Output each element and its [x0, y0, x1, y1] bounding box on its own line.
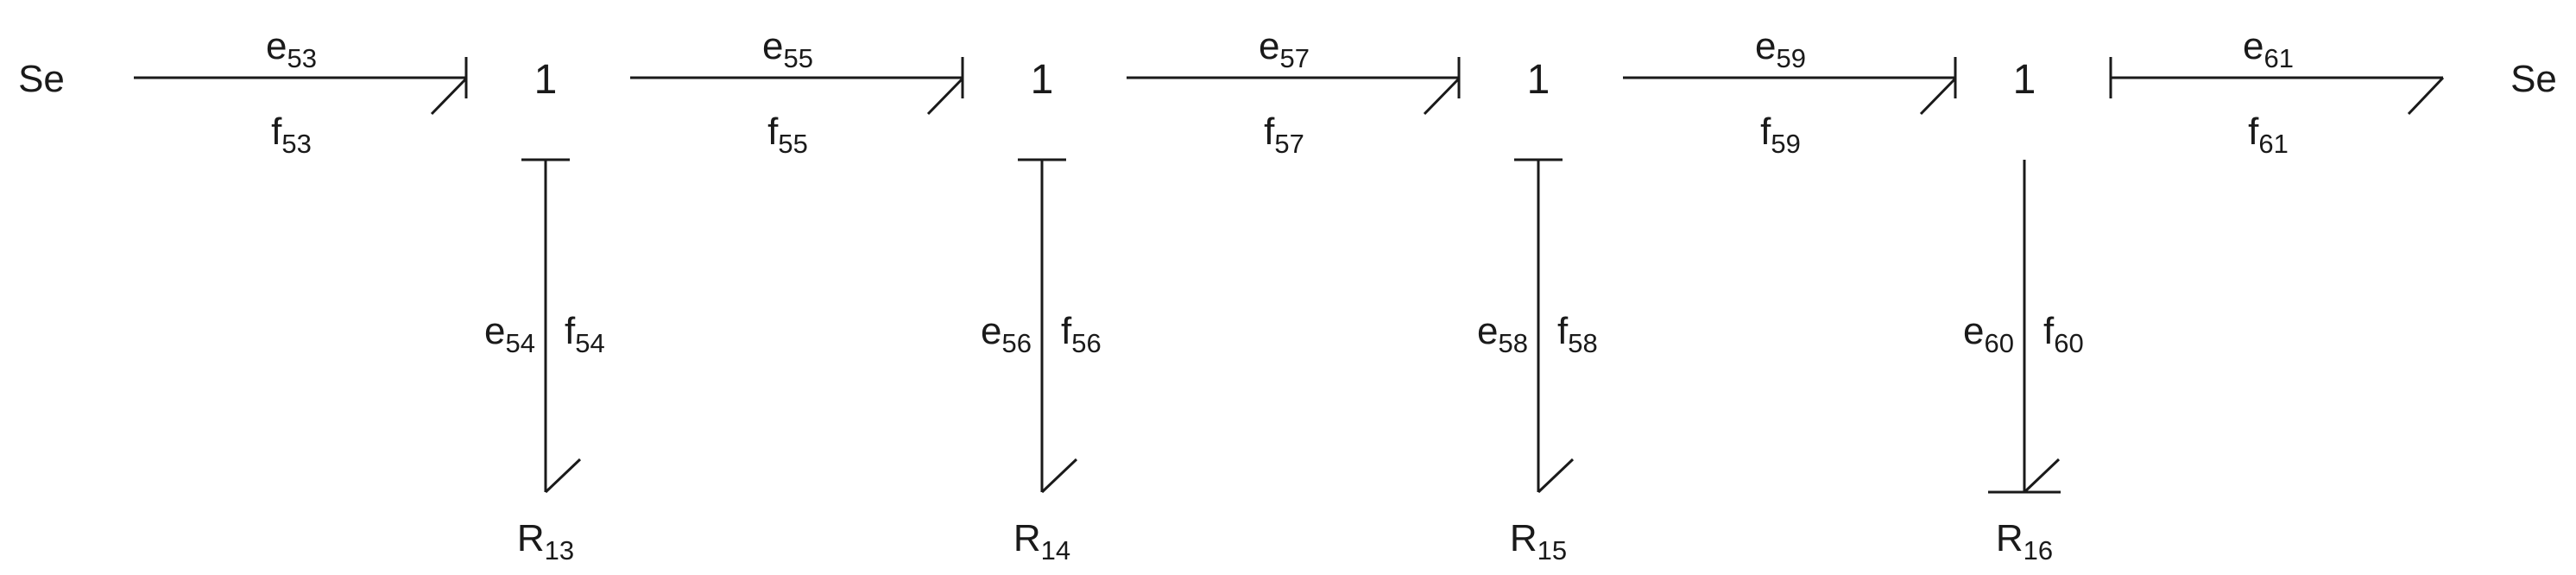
half-arrow-5 [2407, 76, 2445, 116]
junction-2: 1 [1031, 57, 1054, 103]
resistor-16: R16 [1996, 517, 2053, 566]
flow-label-61: f61 [2248, 111, 2289, 159]
resistor-14: R14 [1013, 517, 1070, 566]
flow-label-60: f60 [2043, 310, 2084, 358]
vertical-half-arrow-2 [1040, 458, 1078, 494]
half-arrow-3 [1423, 77, 1461, 116]
junction-4: 1 [2013, 57, 2036, 103]
flow-label-58: f58 [1557, 310, 1598, 358]
source-right: Se [2510, 58, 2557, 100]
resistor-15: R15 [1510, 517, 1567, 566]
effort-label-57: e57 [1259, 25, 1310, 73]
effort-label-56: e56 [981, 310, 1032, 358]
effort-label-60: e60 [1963, 310, 2014, 358]
vertical-half-arrow-4 [2023, 458, 2061, 494]
flow-label-57: f57 [1264, 111, 1304, 159]
effort-label-53: e53 [266, 25, 317, 73]
bonds-layer [134, 57, 2445, 494]
half-arrow-4 [1919, 77, 1957, 116]
junction-3: 1 [1527, 57, 1550, 103]
effort-label-55: e55 [762, 25, 813, 73]
resistor-13: R13 [517, 517, 574, 566]
flow-label-54: f54 [565, 310, 605, 358]
vertical-half-arrow-1 [544, 458, 582, 494]
source-left: Se [18, 58, 65, 100]
effort-label-54: e54 [484, 310, 535, 358]
junction-1: 1 [534, 57, 558, 103]
effort-label-59: e59 [1755, 25, 1806, 73]
flow-label-55: f55 [767, 111, 808, 159]
labels-layer: e53 f53 e55 f55 e57 f57 e59 f59 e61 f61 Se Se 1 1 1 1 e5… [18, 25, 2557, 566]
half-arrow-1 [430, 77, 468, 116]
vertical-half-arrow-3 [1537, 458, 1575, 494]
effort-label-58: e58 [1477, 310, 1528, 358]
half-arrow-2 [926, 77, 964, 116]
flow-label-53: f53 [271, 111, 312, 159]
effort-label-61: e61 [2243, 25, 2294, 73]
flow-label-59: f59 [1760, 111, 1801, 159]
flow-label-56: f56 [1061, 310, 1102, 358]
